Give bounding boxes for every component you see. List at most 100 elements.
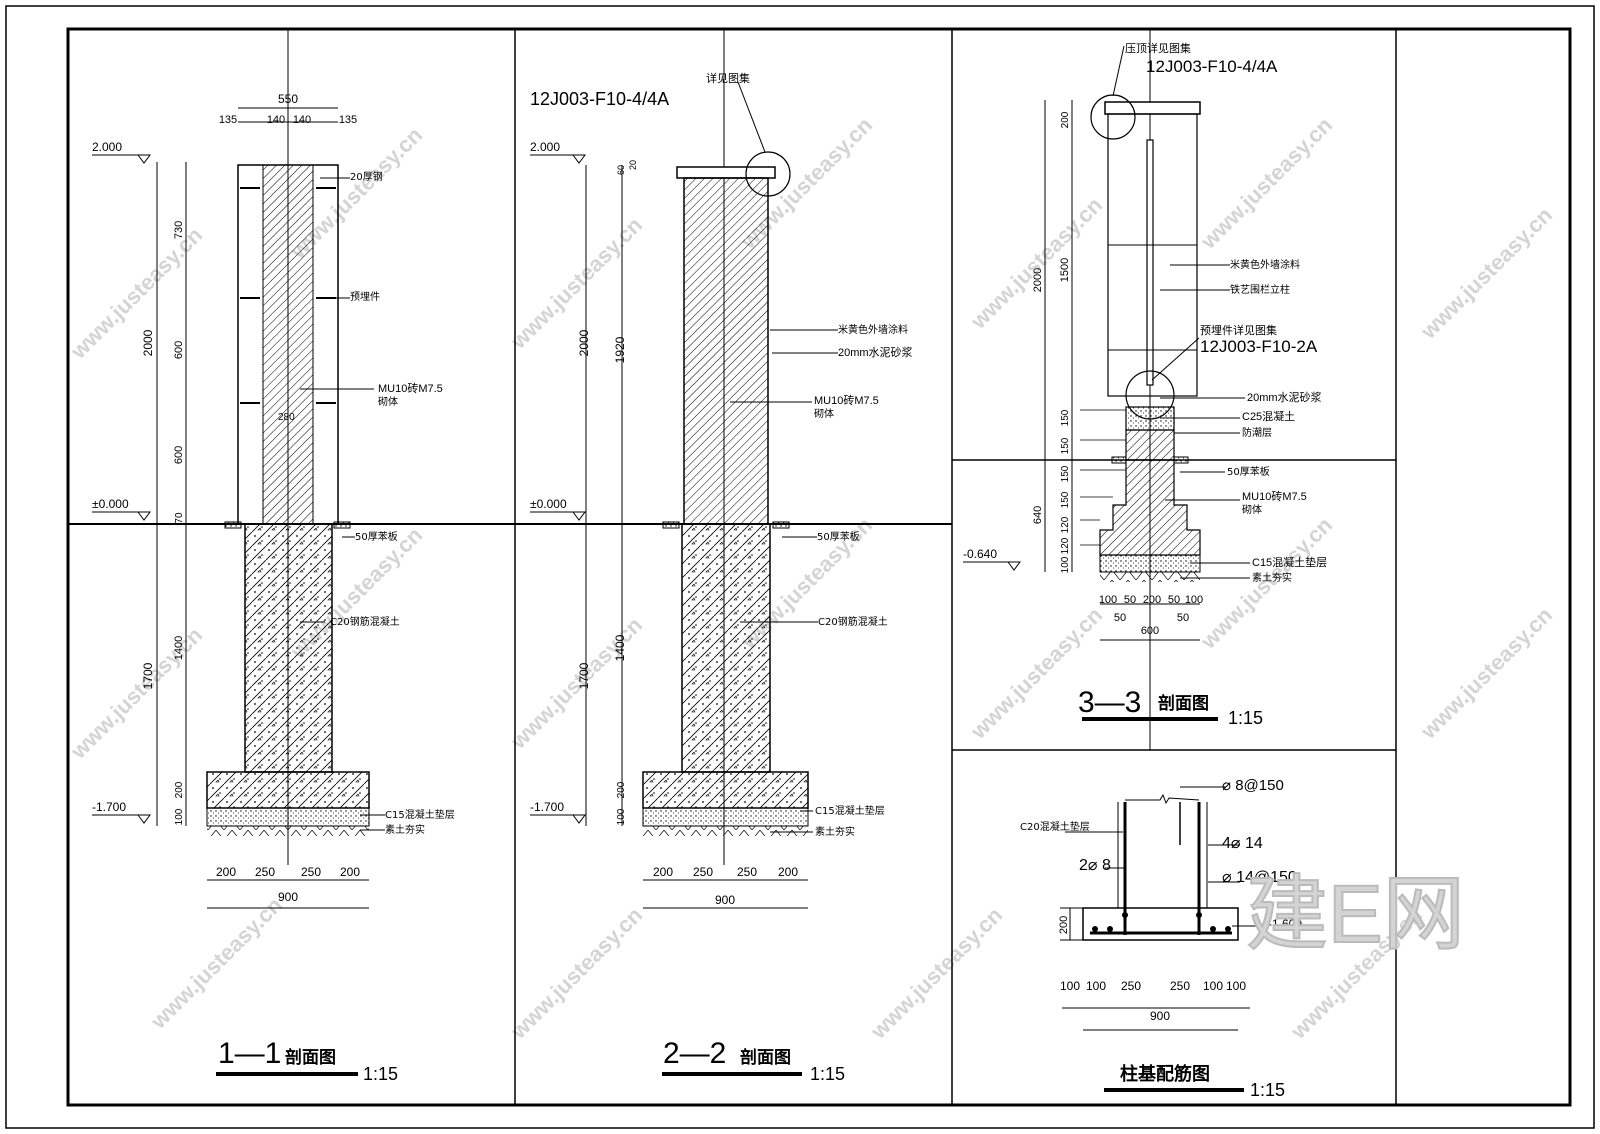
rebar-base-900: 900 xyxy=(1150,1009,1170,1023)
footing-base-1 xyxy=(206,771,370,809)
embed-label-3: 预埋件详见图集 xyxy=(1200,323,1277,337)
ref-label-3: 压顶详见图集 xyxy=(1125,41,1191,55)
footing-stepped-3 xyxy=(1099,459,1201,556)
board-right-2 xyxy=(772,521,790,529)
base-50a-3: 50 xyxy=(1124,594,1136,606)
dim-640-3: 640 xyxy=(1032,506,1044,524)
dim-200-1: 200 xyxy=(174,781,185,798)
elev-bottom-2: -1.700 xyxy=(530,800,564,814)
title-num-2: 2—2 xyxy=(663,1037,726,1070)
dim-60-2: 60 xyxy=(616,165,626,175)
rebar-side: 4⌀ 14 xyxy=(1222,835,1263,852)
rebar-base-100b: 100 xyxy=(1086,979,1106,993)
label-board-3: 50厚苯板 xyxy=(1227,465,1270,478)
base-200b-2: 200 xyxy=(778,865,798,879)
ref-label-2: 详见图集 xyxy=(706,71,750,85)
outer-frame xyxy=(5,5,1595,1129)
elev-4: -1.600 xyxy=(1268,917,1302,931)
dim-70: 70 xyxy=(174,512,185,524)
rebar-base-100a: 100 xyxy=(1060,979,1080,993)
dim-100-2: 100 xyxy=(616,808,627,825)
board-left-3 xyxy=(1111,456,1127,464)
title-cn-3: 剖面图 xyxy=(1158,693,1209,714)
brand-logo-watermark: 建E网 xyxy=(1246,869,1465,960)
elev-zero-2: ±0.000 xyxy=(530,497,567,511)
dim-2000-2: 2000 xyxy=(577,329,591,356)
label-soil-2: 素土夯实 xyxy=(815,825,855,838)
title-num-3: 3—3 xyxy=(1078,686,1141,719)
inner-frame xyxy=(66,27,1572,1107)
rebar-bot: ⌀ 14@150 xyxy=(1222,869,1297,886)
dim-150c-3: 150 xyxy=(1060,465,1071,482)
scale-2: 1:15 xyxy=(810,1064,845,1084)
rebar-base-block xyxy=(1082,907,1239,941)
fence-post-3 xyxy=(1146,139,1154,386)
watermark-text: www.justeasy.cn xyxy=(965,192,1107,334)
watermark-text: www.justeasy.cn xyxy=(1195,112,1337,254)
base-200-3: 200 xyxy=(1143,594,1161,606)
dim-600b: 600 xyxy=(173,446,185,464)
dim-200-2: 200 xyxy=(616,781,627,798)
label-c15-2: C15混凝土垫层 xyxy=(815,804,885,817)
base-900-1: 900 xyxy=(278,890,298,904)
pillar-core-1 xyxy=(262,164,314,525)
label-c20-4: C20混凝土垫层 xyxy=(1020,820,1090,833)
footing-2 xyxy=(681,523,771,773)
title-cn-4: 柱基配筋图 xyxy=(1120,1063,1210,1085)
board-left-1 xyxy=(224,521,242,529)
detail-circle-2 xyxy=(745,151,791,197)
soil-layer-1 xyxy=(207,826,369,836)
dim-730: 730 xyxy=(173,221,185,239)
dim-120b-3: 120 xyxy=(1060,537,1071,554)
label-280: 280 xyxy=(278,412,295,423)
label-c20-2: C20钢筋混凝土 xyxy=(818,615,888,628)
c15-layer-2 xyxy=(642,807,809,827)
c15-layer-1 xyxy=(206,807,370,827)
ref-code-3: 12J003-F10-4/4A xyxy=(1146,57,1278,76)
label-mortar-3: 20mm水泥砂浆 xyxy=(1247,390,1322,404)
watermark-text: www.justeasy.cn xyxy=(965,602,1107,744)
dim-100-3: 100 xyxy=(1060,556,1071,573)
label-soil-1: 素土夯实 xyxy=(385,823,425,836)
board-right-3 xyxy=(1173,456,1189,464)
label-c15-3: C15混凝土垫层 xyxy=(1252,555,1327,569)
dim-135a: 135 xyxy=(219,114,237,126)
board-right-1 xyxy=(333,521,351,529)
c15-layer-3 xyxy=(1099,554,1201,573)
dim-200-3: 200 xyxy=(1060,111,1071,128)
dim-100-1: 100 xyxy=(174,808,185,825)
label-brick2-1: 砌体 xyxy=(378,396,398,408)
base-100b-3: 100 xyxy=(1185,594,1203,606)
base-sub50b-3: 50 xyxy=(1177,612,1189,624)
embed-code-3: 12J003-F10-2A xyxy=(1200,337,1318,356)
label-anchor-1: 预埋件 xyxy=(350,291,380,303)
watermark-text: www.justeasy.cn xyxy=(505,902,647,1044)
dim-1400-2: 1400 xyxy=(613,634,627,661)
ref-code-2: 12J003-F10-4/4A xyxy=(530,89,669,109)
cap-3 xyxy=(1104,101,1201,115)
section-2-2: 详见图集 12J003-F10-4/4A 2000 1920 60 20 170… xyxy=(515,29,952,1084)
label-mortar-2: 20mm水泥砂浆 xyxy=(838,345,913,359)
dim-150a-3: 150 xyxy=(1060,409,1071,426)
post-3 xyxy=(1107,113,1198,397)
dim-140b: 140 xyxy=(293,114,311,126)
elev-top-2: 2.000 xyxy=(530,140,560,154)
rebar-base-100d: 100 xyxy=(1226,979,1246,993)
dim-150b-3: 150 xyxy=(1060,437,1071,454)
title-cn-2: 剖面图 xyxy=(740,1047,791,1068)
board-left-2 xyxy=(662,521,680,529)
base-50b-3: 50 xyxy=(1168,594,1180,606)
title-num-1: 1—1 xyxy=(218,1037,281,1070)
label-brick2-3: 砌体 xyxy=(1242,504,1262,516)
base-sub50a-3: 50 xyxy=(1114,612,1126,624)
soil-layer-3 xyxy=(1100,572,1200,582)
base-200a-2: 200 xyxy=(653,865,673,879)
title-cn-1: 剖面图 xyxy=(285,1047,336,1068)
label-paint-3: 米黄色外墙涂料 xyxy=(1230,258,1300,271)
section-3-3: 压顶详见图集 12J003-F10-4/4A 预埋件详见图集 12J003-F1… xyxy=(952,29,1396,750)
scale-3: 1:15 xyxy=(1228,708,1263,728)
rebar-base-100c: 100 xyxy=(1203,979,1223,993)
dim-20-2: 20 xyxy=(628,160,638,170)
dim-1700-2: 1700 xyxy=(577,662,591,689)
base-900-2: 900 xyxy=(715,893,735,907)
